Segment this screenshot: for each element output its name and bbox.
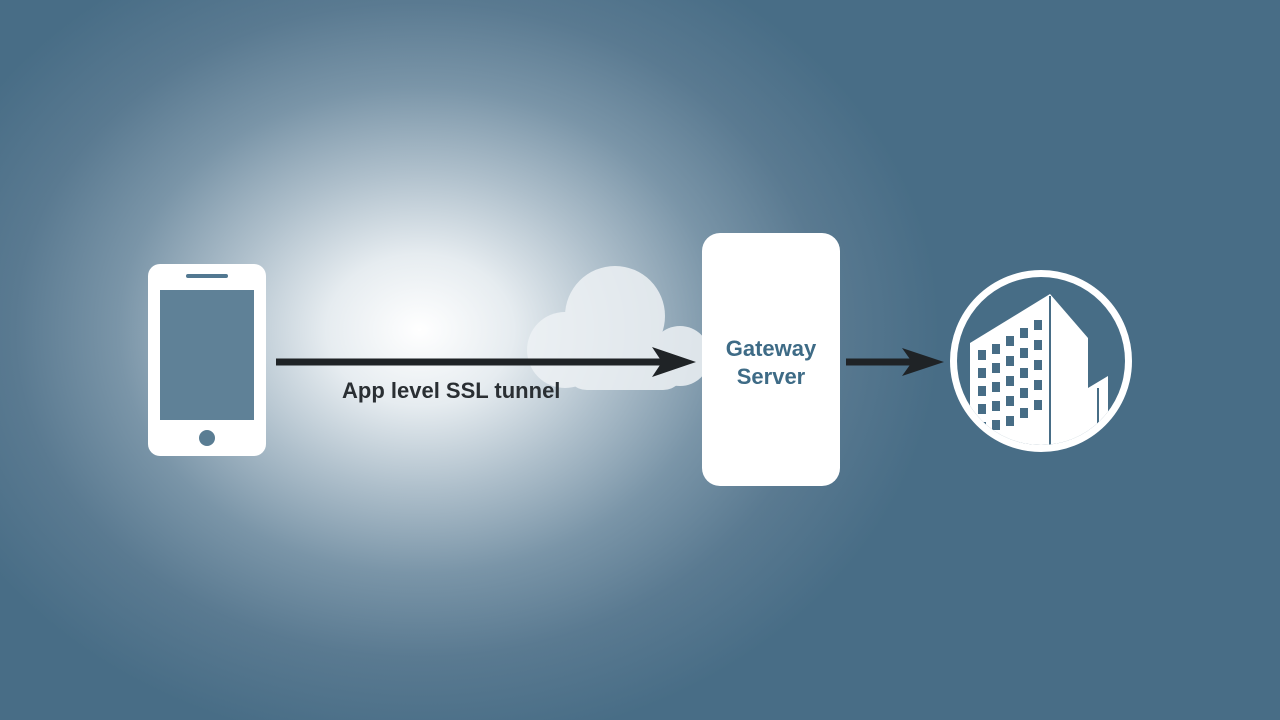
- gateway-server-label: Gateway Server: [702, 335, 840, 391]
- gateway-server-node: Gateway Server: [702, 233, 840, 486]
- phone-screen: [160, 290, 254, 420]
- gateway-label-line1: Gateway: [725, 336, 817, 361]
- phone-speaker: [186, 274, 228, 278]
- ssl-tunnel-arrow: [276, 347, 696, 377]
- gateway-label-line2: Server: [736, 364, 806, 389]
- ssl-tunnel-label: App level SSL tunnel: [342, 378, 561, 403]
- phone-home-button: [199, 430, 215, 446]
- office-building-icon: [950, 270, 1132, 452]
- forward-arrow: [846, 348, 944, 376]
- smartphone-icon: [148, 264, 266, 456]
